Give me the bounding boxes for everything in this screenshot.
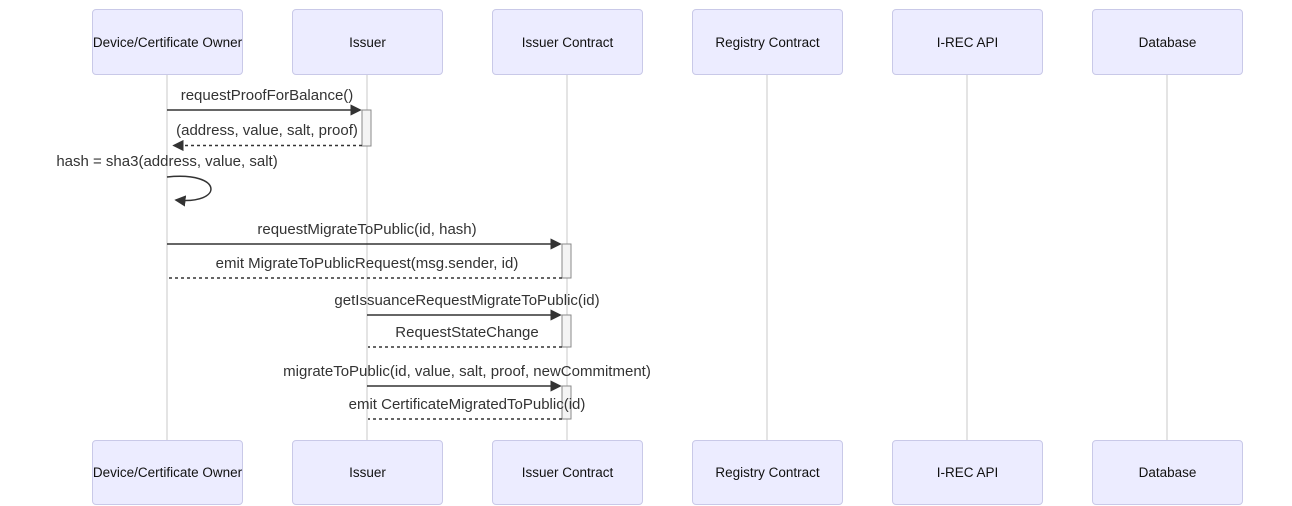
message-label-request-migrate-to-public: requestMigrateToPublic(id, hash) — [257, 221, 477, 238]
actor-label: Issuer — [349, 465, 386, 480]
message-label-request-proof-for-balance: requestProofForBalance() — [180, 87, 354, 104]
message-label-emit-migrate-to-public-request: emit MigrateToPublicRequest(msg.sender, … — [215, 255, 519, 272]
actor-bottom-database: Database — [1092, 440, 1243, 505]
actor-label: Device/Certificate Owner — [92, 34, 243, 50]
actor-label: Database — [1138, 34, 1197, 50]
actor-top-issuer: Issuer — [292, 9, 443, 75]
actor-label: Issuer Contract — [521, 465, 614, 480]
actor-label: Registry Contract — [715, 465, 820, 480]
actor-bottom-issuer: Issuer — [292, 440, 443, 505]
message-label-migrate-to-public: migrateToPublic(id, value, salt, proof, … — [283, 363, 651, 380]
actor-label: Issuer Contract — [521, 34, 614, 50]
activation-bar-issuer-contract-1 — [561, 243, 572, 279]
actor-top-owner: Device/Certificate Owner — [92, 9, 243, 75]
actor-label: Device/Certificate Owner — [92, 465, 243, 480]
actor-top-irec-api: I-REC API — [892, 9, 1043, 75]
message-label-request-state-change: RequestStateChange — [395, 324, 539, 341]
actor-bottom-owner: Device/Certificate Owner — [92, 440, 243, 505]
actor-label: I-REC API — [936, 34, 999, 50]
actor-bottom-irec-api: I-REC API — [892, 440, 1043, 505]
actor-top-database: Database — [1092, 9, 1243, 75]
actor-label: Registry Contract — [715, 34, 820, 50]
actor-label: I-REC API — [936, 465, 999, 480]
actor-top-registry-contract: Registry Contract — [692, 9, 843, 75]
activation-bar-issuer-contract-2 — [561, 314, 572, 348]
actor-label: Issuer — [349, 34, 386, 50]
actor-label: Database — [1138, 465, 1197, 480]
activation-bar-issuer-contract-3 — [561, 385, 572, 420]
actor-bottom-registry-contract: Registry Contract — [692, 440, 843, 505]
message-label-address-value-salt-proof: (address, value, salt, proof) — [176, 122, 358, 139]
activation-bar-issuer — [361, 109, 372, 147]
arrow-self-loop-hash-sha3 — [166, 175, 212, 207]
actor-bottom-issuer-contract: Issuer Contract — [492, 440, 643, 505]
message-label-get-issuance-request: getIssuanceRequestMigrateToPublic(id) — [334, 292, 600, 309]
actor-top-issuer-contract: Issuer Contract — [492, 9, 643, 75]
message-label-emit-certificate-migrated: emit CertificateMigratedToPublic(id) — [348, 396, 586, 413]
message-label-hash-sha3: hash = sha3(address, value, salt) — [56, 153, 278, 170]
